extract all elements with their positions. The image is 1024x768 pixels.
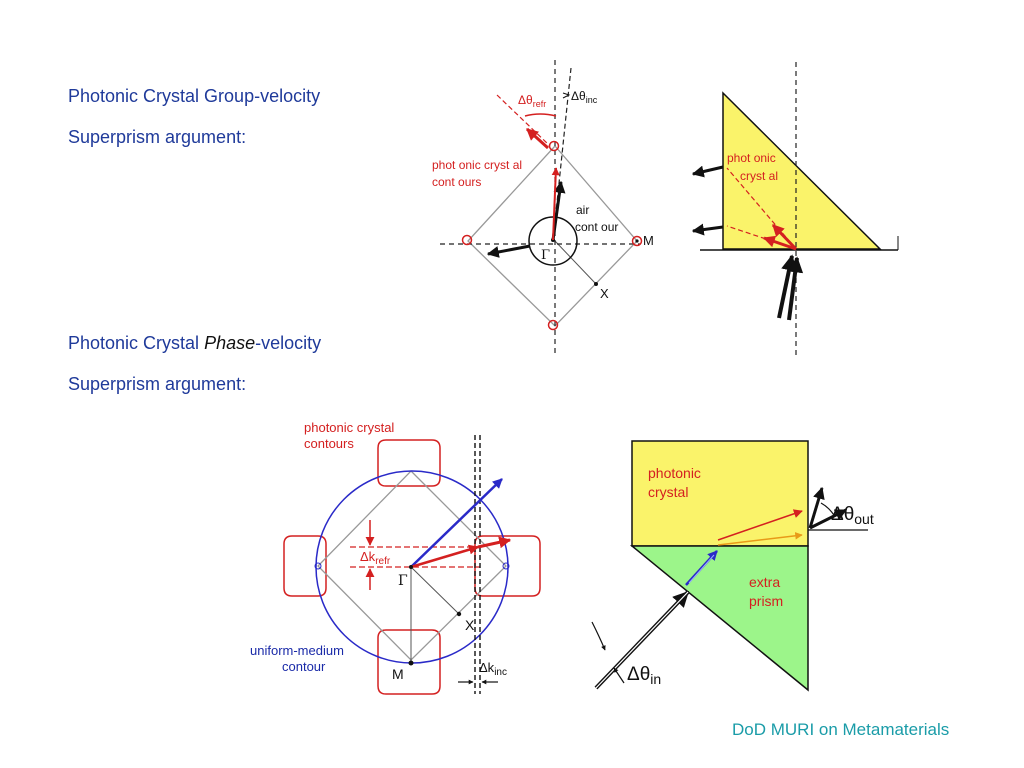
- pc-contours-label-2: cont ours: [432, 175, 481, 189]
- delta-theta-in-label: Δθin: [627, 664, 661, 687]
- prism-photonic-label-2: crystal: [648, 484, 688, 500]
- phase-velocity-prism: photonic crystal extra prism Δθout Δθin: [591, 440, 874, 692]
- prism-pc-label-1: phot onic: [727, 151, 776, 165]
- phase-pc-contours-label-1: photonic crystal: [304, 420, 394, 435]
- m-label-phase: M: [392, 666, 404, 682]
- phase-velocity-diagram: photonic crystal contours Δkrefr Γ X M u…: [250, 420, 541, 695]
- x-label-phase: X: [465, 617, 475, 633]
- refracted-arrow-red: [525, 127, 550, 150]
- m-dot-phase: [408, 660, 414, 666]
- prism-out-arrow-bottom: [691, 223, 724, 236]
- out-red-arrow: [717, 509, 803, 541]
- heading-phase-suffix: -velocity: [255, 333, 322, 353]
- delta-theta-refr-arc: [524, 113, 557, 117]
- m-label: M: [643, 233, 654, 248]
- group-velocity-prism: phot onic cryst al: [691, 62, 899, 356]
- gamma-x-line: [554, 240, 597, 285]
- delta-theta-out-label: Δθout: [831, 504, 874, 527]
- m-point-right-dot: [635, 239, 639, 243]
- pc-contour-left: [283, 535, 327, 597]
- prism-pc-label-2: cryst al: [740, 169, 778, 183]
- green-extra-prism: [629, 545, 809, 692]
- extra-prism-label-1: extra: [749, 574, 780, 590]
- x-dot-phase: [456, 611, 462, 617]
- prism-out-arrow-top: [691, 165, 724, 178]
- delta-theta-in-arc: [591, 621, 606, 651]
- delta-theta-in-arc-2: [613, 667, 625, 684]
- gamma-label-phase: Γ: [398, 573, 408, 589]
- delta-theta-out-arc: [820, 502, 836, 518]
- prism-red-arrow-1: [771, 223, 798, 251]
- delta-theta-inc-label: Δθinc: [571, 89, 598, 105]
- out-orange-arrow: [717, 532, 803, 546]
- incident-beam-2: [595, 591, 689, 689]
- bottom-red-circle: [547, 319, 559, 331]
- x-point-dot: [594, 282, 598, 286]
- delta-k-inc-label: Δkinc: [479, 660, 507, 678]
- air-contour-label-1: air: [576, 203, 589, 217]
- exit-black-arrow-1: [808, 486, 825, 529]
- heading-phase-argument: Superprism argument:: [68, 374, 247, 394]
- heading-group-velocity: Photonic Crystal Group-velocity: [68, 86, 321, 106]
- prism-red-arrow-2: [762, 235, 797, 251]
- delta-theta-refr-label: Δθrefr: [518, 93, 546, 109]
- gamma-label: Γ: [541, 248, 550, 263]
- m-point-left: [461, 234, 473, 246]
- heading-phase-prefix: Photonic Crystal: [68, 333, 205, 353]
- gamma-x-line-phase: [410, 566, 460, 615]
- refracted-dashed-line: [496, 94, 551, 147]
- blue-wavevector-arrow: [410, 478, 503, 568]
- heading-phase-velocity: Photonic Crystal Phase-velocity: [68, 333, 321, 354]
- top-red-circle: [548, 140, 560, 152]
- blue-interface-arrow: [685, 550, 718, 586]
- heading-group-argument: Superprism argument:: [68, 127, 247, 147]
- uniform-medium-label-1: uniform-medium: [250, 643, 344, 658]
- pc-contour-top: [377, 439, 441, 487]
- x-label: X: [600, 286, 609, 301]
- group-velocity-diagram: Δθrefr Δθinc phot onic cryst al cont our…: [432, 60, 654, 356]
- phase-pc-contours-label-2: contours: [304, 436, 354, 451]
- heading-phase-italic: Phase: [204, 333, 256, 353]
- left-small-circle: [314, 562, 322, 570]
- pc-contour-bottom: [377, 629, 441, 695]
- exit-black-arrow-2: [809, 508, 848, 530]
- blue-interface-arrow-inner: [688, 554, 715, 584]
- delta-theta-inc-bracket: [562, 92, 571, 99]
- prism-photonic-label-1: photonic: [648, 465, 701, 481]
- left-black-arrow: [486, 244, 531, 258]
- yellow-pc-block: [631, 440, 809, 547]
- prism-in-arrow-2: [787, 256, 804, 321]
- pc-contours-label-1: phot onic cryst al: [432, 158, 522, 172]
- red-wavevector-arrow-2: [477, 536, 512, 549]
- uniform-medium-label-2: contour: [282, 659, 326, 674]
- gamma-dot-phase: [409, 565, 413, 569]
- delta-k-refr-label: Δkrefr: [360, 549, 391, 567]
- extra-prism-label-2: prism: [749, 593, 783, 609]
- m-point-right: [631, 235, 643, 247]
- right-small-circle: [502, 562, 510, 570]
- air-contour-label-2: cont our: [575, 220, 618, 234]
- footer-text: DoD MURI on Metamaterials: [732, 720, 950, 739]
- red-wavevector-arrow-1: [410, 544, 479, 569]
- group-velocity-arrow-red: [551, 167, 560, 241]
